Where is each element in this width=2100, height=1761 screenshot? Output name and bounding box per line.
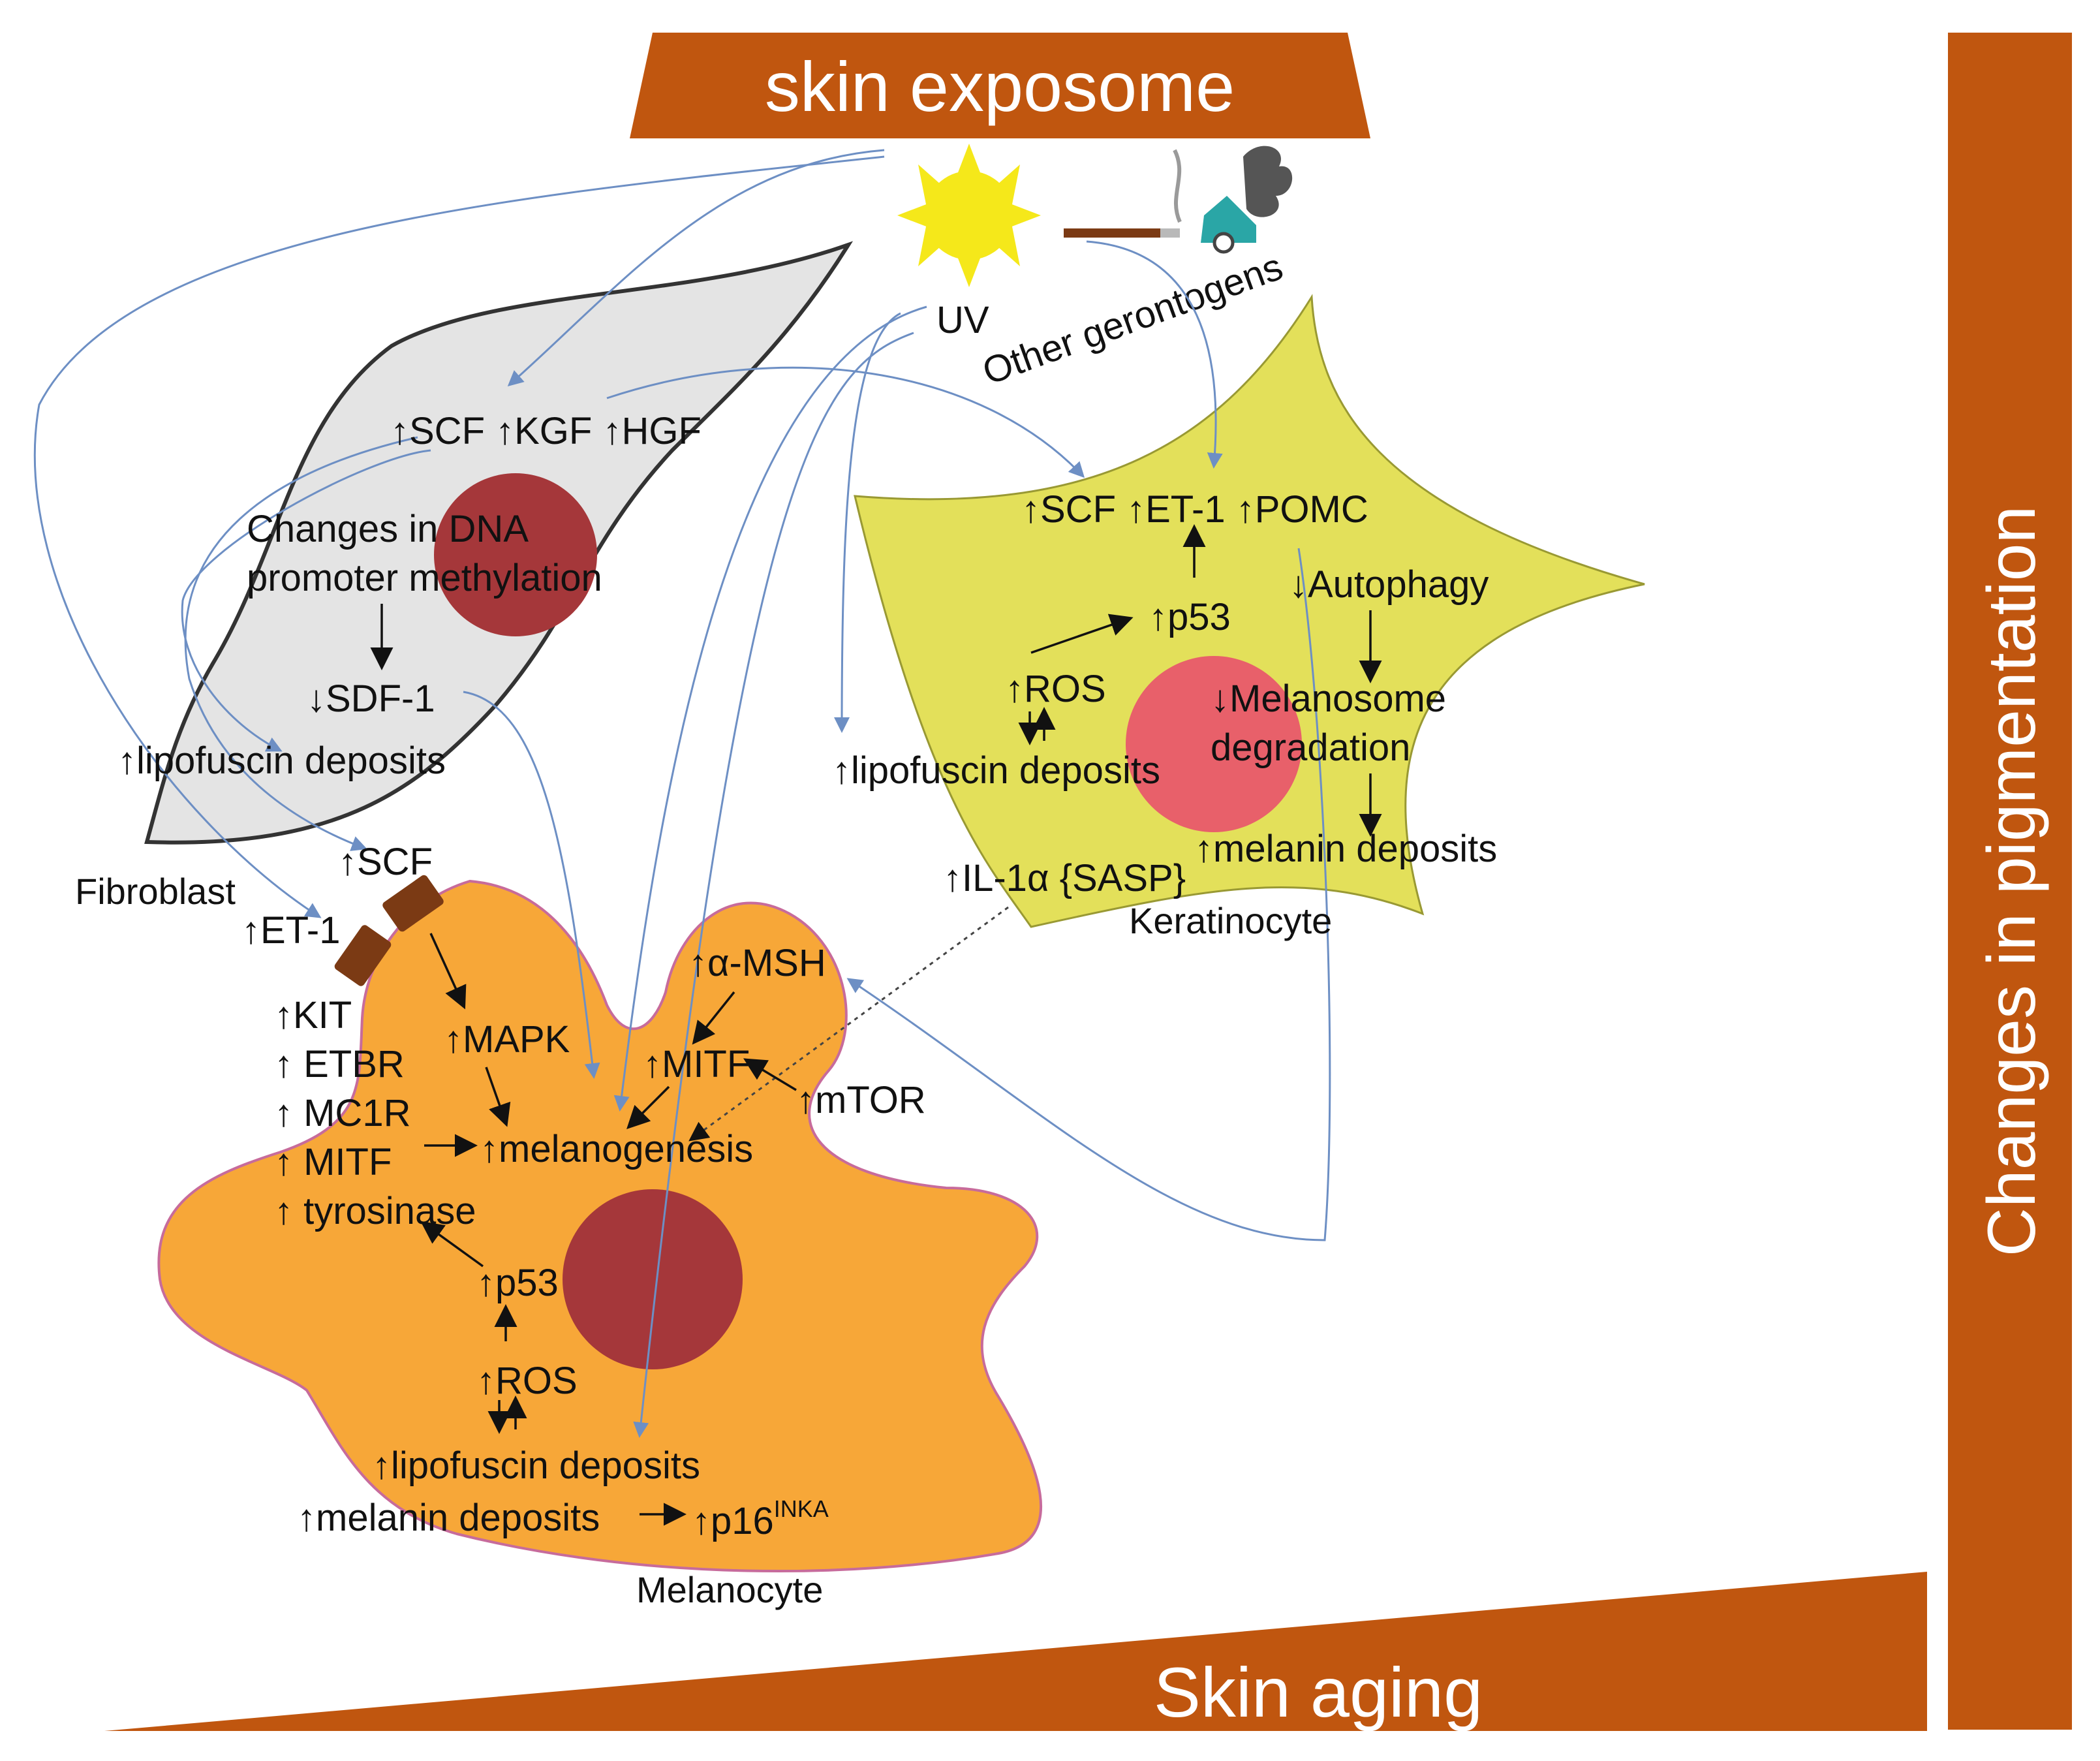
keratinocyte-cell [854, 294, 1645, 928]
melanocyte-nucleus [563, 1189, 743, 1369]
melanocyte-cell [157, 879, 1043, 1573]
melanocyte-ros-label: ↑ROS [476, 1360, 578, 1402]
keratinocyte-melanosome-label-line2: degradation [1211, 726, 1410, 769]
pathway-arrows [370, 524, 1382, 1526]
il1a-connector [688, 906, 1009, 1142]
keratinocyte-name-label: Keratinocyte [1129, 900, 1332, 941]
fibroblast-dna-label-line2: promoter methylation [247, 557, 602, 599]
melanocyte-tyrosinase-label: ↑ tyrosinase [274, 1190, 476, 1232]
melanocyte-melanogenesis-label: ↑melanogenesis [480, 1128, 753, 1170]
cigarette-icon [1064, 149, 1182, 238]
keratinocyte-ros-label: ↑ROS [1005, 668, 1106, 710]
side-banner-title: Changes in pigmentation [1974, 506, 2050, 1257]
etbr-receptor-icon [334, 925, 392, 986]
melanocyte-mitf-label: ↑MITF [643, 1043, 750, 1085]
side-banner: Changes in pigmentation [1948, 33, 2072, 1730]
keratinocyte-factors-label: ↑SCF ↑ET-1 ↑POMC [1021, 488, 1368, 531]
melanocyte-etbr-label: ↑ ETBR [274, 1043, 405, 1085]
keratinocyte-nucleus [1126, 656, 1302, 832]
keratinocyte-melanosome-label-line1: ↓Melanosome [1211, 678, 1446, 720]
other-gerontogens-label: Other gerontogens [977, 245, 1288, 394]
top-banner-title: skin exposome [765, 47, 1235, 126]
melanocyte-mtor-label: ↑mTOR [796, 1079, 926, 1121]
keratinocyte-p53-label: ↑p53 [1149, 596, 1231, 638]
fibroblast-lipofuscin-label: ↑lipofuscin deposits [117, 740, 446, 782]
melanocyte-p16-label: ↑p16INKA [692, 1495, 829, 1542]
melanocyte-lipofuscin-label: ↑lipofuscin deposits [372, 1444, 700, 1487]
fibroblast-dna-label-line1: Changes in DNA [247, 508, 529, 550]
melanocyte-p53-label: ↑p53 [476, 1262, 559, 1304]
sun-icon [897, 144, 1041, 287]
keratinocyte-lipofuscin-label: ↑lipofuscin deposits [832, 749, 1160, 792]
keratinocyte-il1a-label: ↑IL-1α {SASP} [943, 857, 1186, 899]
exposome-connectors [33, 149, 1331, 1438]
melanocyte-et1-label: ↑ET-1 [241, 909, 341, 952]
kit-receptor-icon [382, 875, 444, 932]
melanocyte-name-label: Melanocyte [636, 1569, 823, 1610]
melanocyte-scf-label: ↑SCF [338, 841, 433, 883]
melanocyte-mc1r-label: ↑ MC1R [274, 1092, 410, 1134]
melanocyte-msh-label: ↑α-MSH [688, 942, 826, 984]
melanocyte-mapk-label: ↑MAPK [444, 1018, 570, 1061]
fibroblast-cell [144, 241, 854, 845]
fibroblast-sdf-label: ↓SDF-1 [307, 678, 435, 720]
top-banner: skin exposome [630, 33, 1370, 138]
vacuum-exhaust-icon [1201, 146, 1293, 254]
fibroblast-factors-label: ↑SCF ↑KGF ↑HGF [390, 410, 702, 452]
uv-label: UV [936, 299, 989, 341]
p16-superscript: INKA [774, 1495, 829, 1522]
keratinocyte-autophagy-label: ↓Autophagy [1289, 563, 1489, 606]
fibroblast-nucleus [434, 473, 597, 636]
bottom-banner: Skin aging [104, 1572, 1927, 1732]
melanocyte-melanin-label: ↑melanin deposits [297, 1497, 600, 1539]
melanocyte-mitf-up-label: ↑ MITF [274, 1141, 392, 1183]
bottom-banner-title: Skin aging [1154, 1653, 1483, 1732]
p16-main: ↑p16 [692, 1500, 774, 1542]
keratinocyte-melanin-label: ↑melanin deposits [1194, 828, 1497, 870]
fibroblast-name-label: Fibroblast [75, 871, 236, 912]
melanocyte-kit-label: ↑KIT [274, 994, 352, 1036]
